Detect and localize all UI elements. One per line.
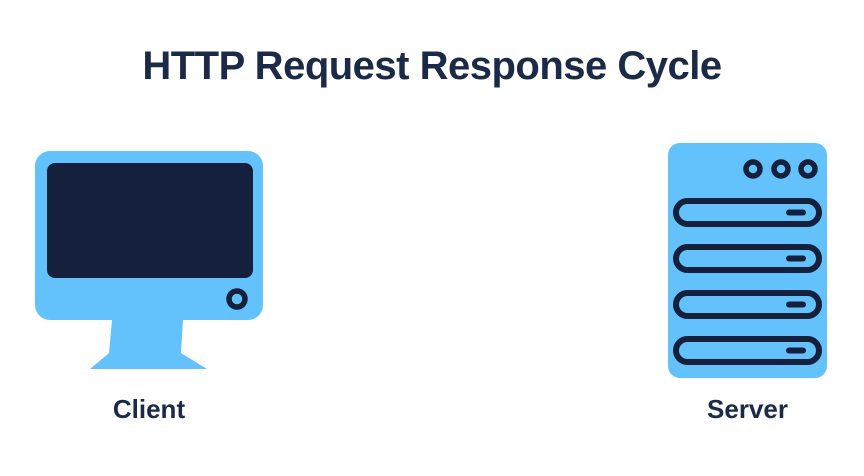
monitor-screen [47,163,253,278]
monitor-icon [35,151,263,369]
server-label: Server [707,394,788,424]
server-slot-handles [786,209,806,354]
diagram-title: HTTP Request Response Cycle [142,44,722,88]
client-label: Client [112,394,186,424]
server-indicator-lights [743,159,818,179]
server-slots [673,198,822,365]
server-rack-icon [668,143,827,378]
power-button-icon [226,288,248,310]
monitor-stand [90,320,207,369]
